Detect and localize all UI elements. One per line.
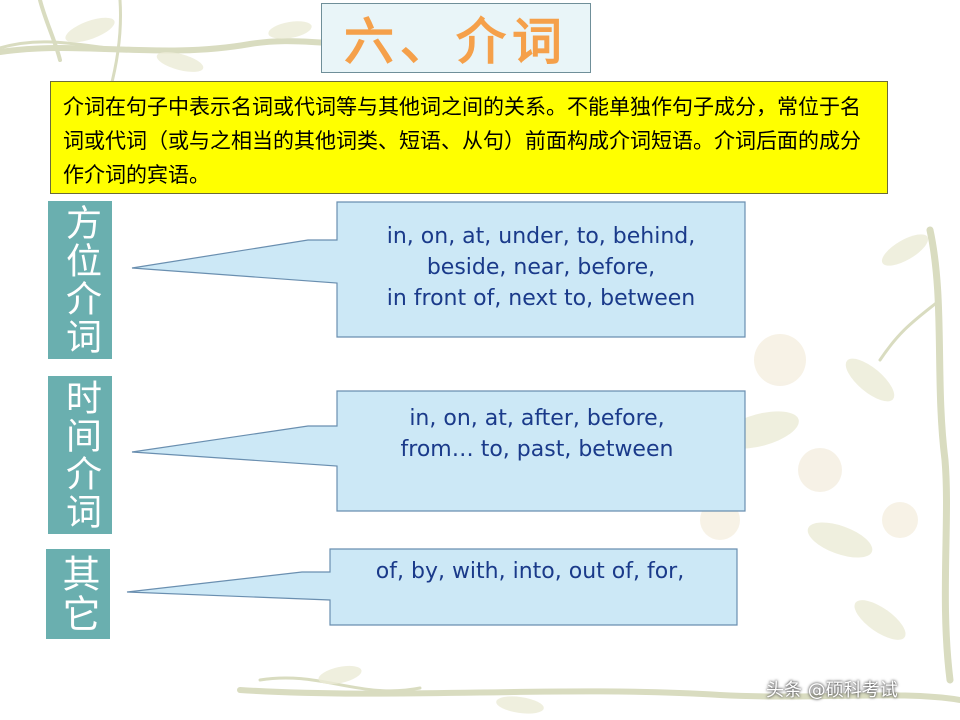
- callout-location-line: beside, near, before,: [426, 255, 656, 280]
- definition-text: 介词在句子中表示名词或代词等与其他词之间的关系。不能单独作句子成分，常位于名词或…: [63, 95, 861, 187]
- callout-other-line: of, by, with, into, out of, for,: [375, 559, 685, 584]
- definition-box: 介词在句子中表示名词或代词等与其他词之间的关系。不能单独作句子成分，常位于名词或…: [50, 81, 888, 194]
- category-box-time: 时间介词: [48, 376, 112, 534]
- title-box: 六、介词: [321, 3, 591, 73]
- callout-time-line: from… to, past, between: [400, 437, 674, 462]
- category-box-location: 方位介词: [48, 201, 112, 359]
- slide-title: 六、介词: [344, 12, 568, 71]
- callout-time-shape: [131, 390, 746, 512]
- callout-time-line: in, on, at, after, before,: [409, 406, 665, 431]
- callout-location-line: in, on, at, under, to, behind,: [386, 224, 696, 249]
- callout-location-line: in front of, next to, between: [386, 286, 696, 311]
- callout-time-text: in, on, at, after, before, from… to, pas…: [337, 403, 737, 465]
- callout-other-text: of, by, with, into, out of, for,: [330, 556, 730, 587]
- category-label-time: 时间介词: [60, 379, 101, 531]
- category-label-location: 方位介词: [60, 204, 101, 356]
- category-box-other: 其它: [46, 549, 110, 639]
- watermark: 头条 @硕科考试: [766, 680, 898, 701]
- callout-location-text: in, on, at, under, to, behind, beside, n…: [337, 221, 745, 314]
- category-label-other: 其它: [56, 554, 100, 634]
- callout-other-shape: [126, 548, 738, 626]
- callout-location-shape: [131, 201, 746, 338]
